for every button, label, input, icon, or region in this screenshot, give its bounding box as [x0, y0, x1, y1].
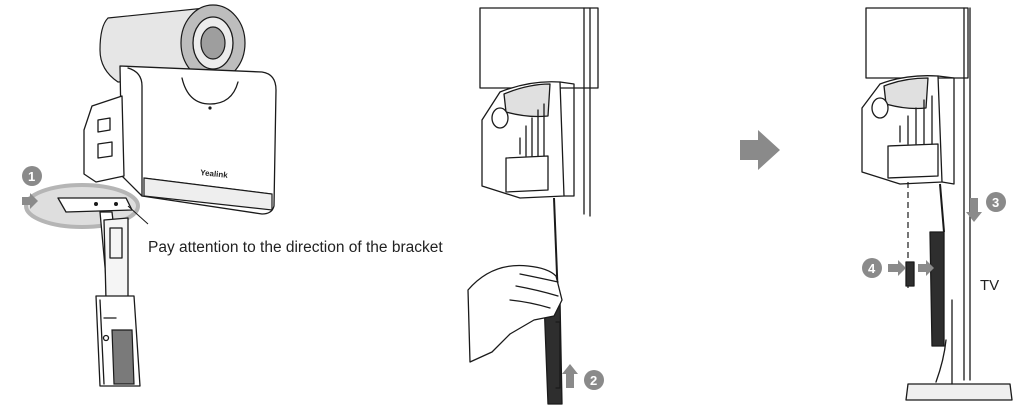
svg-text:1: 1 — [28, 169, 35, 184]
brand-label: Yealink — [200, 168, 229, 180]
tv-top-screen — [865, 7, 971, 381]
step-4-badge: 4 — [862, 258, 882, 278]
bracket-slide — [543, 197, 563, 405]
right-arrow-icon — [22, 193, 38, 209]
tv-stand — [905, 299, 1013, 401]
svg-text:2: 2 — [590, 373, 597, 388]
step-1-badge: 1 — [22, 166, 42, 186]
callout-leader — [127, 205, 149, 225]
right-arrow-icon — [918, 260, 934, 276]
bracket-mounted — [905, 183, 945, 347]
panel-2-attach: 2 — [467, 7, 604, 405]
bracket-part — [57, 197, 141, 387]
step-2-badge: 2 — [584, 370, 604, 390]
up-arrow-icon — [562, 364, 578, 388]
camera-side-view — [481, 81, 575, 199]
hand-icon — [467, 264, 563, 363]
svg-text:3: 3 — [992, 195, 999, 210]
right-arrow-icon — [888, 260, 906, 276]
panel-1-camera-bracket: Yealink Pay attention to the direction o… — [22, 4, 443, 387]
camera-body — [83, 65, 277, 215]
tv-label: TV — [980, 277, 999, 294]
right-arrow-icon — [740, 130, 780, 170]
panel-3-mounted: TV 3 4 — [861, 7, 1013, 401]
step-3-badge: 3 — [986, 192, 1006, 212]
tv-top-screen — [479, 7, 599, 217]
camera-side-view — [861, 75, 955, 185]
svg-text:4: 4 — [868, 261, 876, 276]
callout-text: Pay attention to the direction of the br… — [148, 239, 443, 256]
camera-head — [99, 4, 246, 83]
down-arrow-icon — [966, 198, 982, 222]
